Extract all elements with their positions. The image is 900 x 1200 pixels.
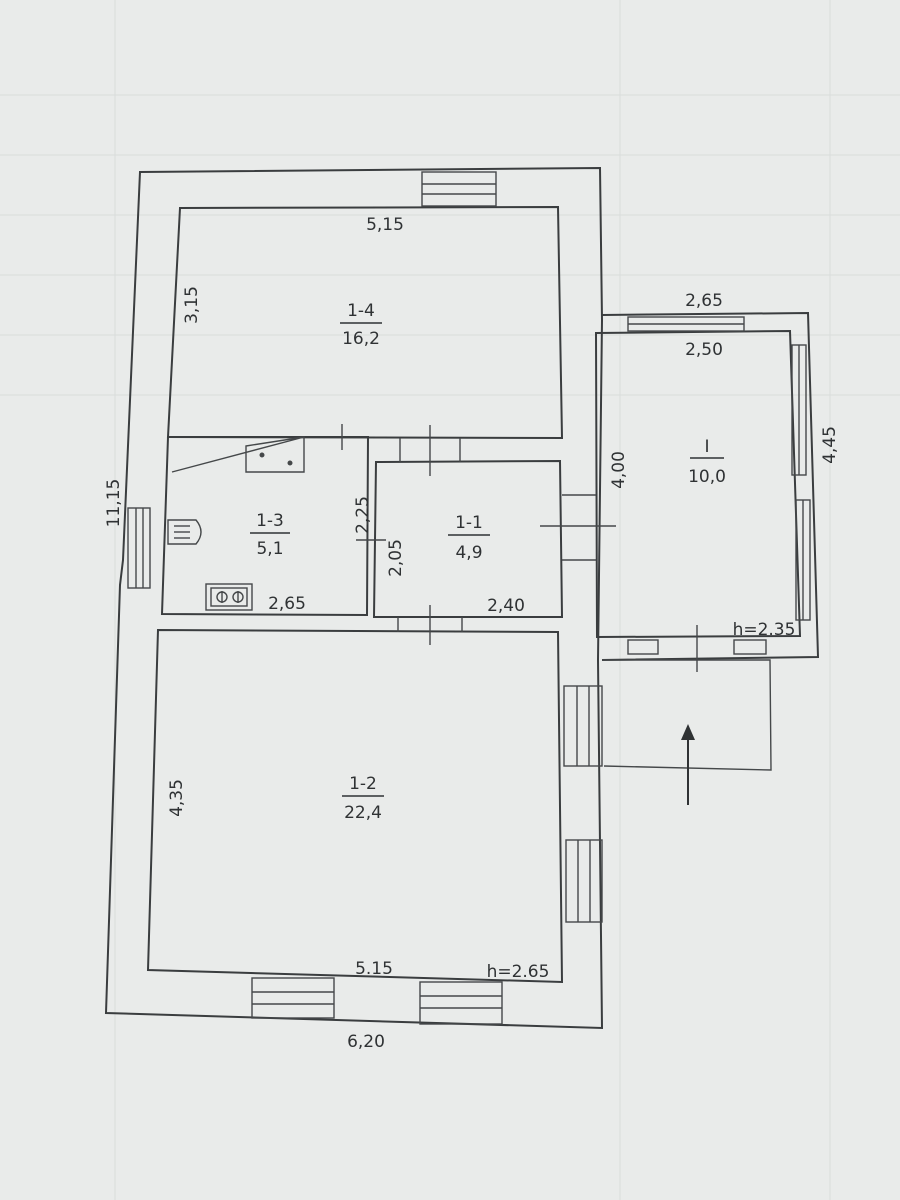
- annex-outer-wall: [601, 311, 820, 661]
- room-1-4-outline: [166, 205, 564, 440]
- dim-top-width: 5,15: [366, 215, 404, 235]
- dim-r11-width: 2,40: [487, 596, 525, 616]
- dim-overall-height: 11,15: [104, 479, 124, 528]
- room-I-area: 10,0: [688, 467, 726, 487]
- windows: [127, 171, 811, 1025]
- room-1-4-area: 16,2: [342, 329, 380, 349]
- dim-annex-depth: 4,00: [609, 451, 629, 489]
- room-1-2-area: 22,4: [344, 803, 382, 823]
- room-1-3-id: 1-3: [256, 511, 284, 531]
- dim-r13-width: 2,65: [268, 594, 306, 614]
- dim-r13-height: 2,25: [353, 496, 373, 534]
- dim-overall-width: 6,20: [347, 1032, 385, 1052]
- room-1-2-outline: [146, 628, 564, 984]
- room-1-4-id: 1-4: [347, 301, 375, 321]
- fraction-bars: [250, 322, 724, 797]
- kitchen-fixtures: [167, 436, 305, 611]
- dim-main-ceiling: h=2.65: [487, 962, 550, 982]
- porch-outline: [602, 659, 772, 771]
- dim-r12-height: 4,35: [167, 779, 187, 817]
- room-1-2-id: 1-2: [349, 774, 377, 794]
- dim-annex-outer-depth: 4,45: [820, 426, 840, 464]
- dim-annex-outer-width: 2,65: [685, 291, 723, 311]
- dim-annex-ceiling: h=2.35: [733, 620, 796, 640]
- room-1-1-id: 1-1: [455, 513, 483, 533]
- room-1-1-area: 4,9: [455, 543, 482, 563]
- entrance-arrow-icon: [681, 724, 695, 805]
- dim-annex-inner-width: 2,50: [685, 340, 723, 360]
- doors: [341, 424, 698, 672]
- room-1-3-area: 5,1: [256, 539, 283, 559]
- room-I-id: I: [704, 437, 709, 457]
- room-1-1-outline: [372, 459, 564, 618]
- dim-r12-width: 5.15: [355, 959, 393, 979]
- outer-wall: [104, 166, 604, 1030]
- dim-r14-height: 3,15: [182, 286, 202, 324]
- dim-r11-height: 2,05: [386, 539, 406, 577]
